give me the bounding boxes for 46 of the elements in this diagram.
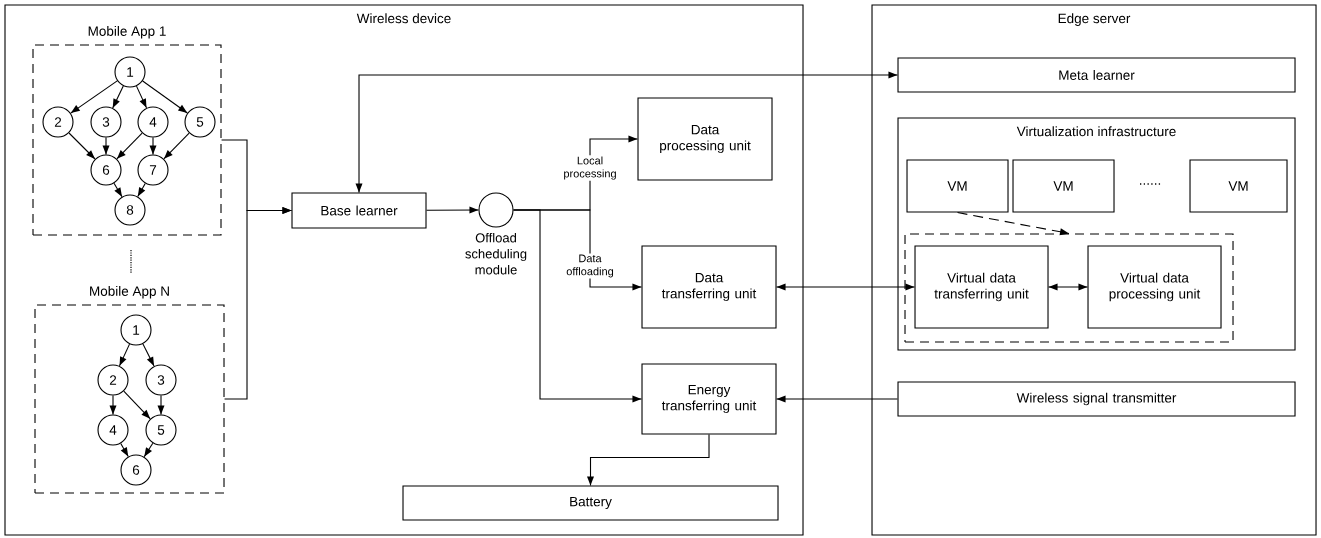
edge-label: Data offloading [561,253,619,279]
process-box: Base learner [291,192,427,229]
process-box: Virtual data transferring unit [914,245,1049,329]
arrow [70,80,118,114]
process-box: Meta learner [897,57,1296,93]
vm-box: VM [1189,159,1288,213]
arrow [149,137,157,155]
dashed-group-box [904,233,1234,343]
arrow [137,182,146,198]
arrow [112,85,124,109]
vm-box: VM [1012,159,1115,213]
arrow [118,343,131,367]
arrow [142,343,155,367]
arrow [120,442,129,458]
node-label: Mobile App N [90,285,169,299]
arrow [776,395,898,403]
arrow [109,395,117,415]
arrow [68,132,96,160]
arrow [135,85,148,109]
edge-label: Local processing [561,155,619,181]
arrow [513,209,642,403]
process-box: Wireless signal transmitter [897,381,1296,417]
arrow [776,283,915,291]
arrow [1048,283,1088,291]
arrow [587,434,710,486]
arrow [355,71,898,193]
node-label: Mobile App 1 [88,25,166,39]
node-label: Offload scheduling module [465,232,527,275]
process-box: Battery [402,485,779,521]
process-box: Data transferring unit [641,245,777,329]
arrow [116,132,143,160]
process-box: Virtual data processing unit [1087,245,1222,329]
arrow [102,137,110,155]
arrow [224,207,292,400]
arrow [157,395,165,415]
arrow [956,212,1070,236]
arrow [426,206,479,214]
arrow [143,442,154,458]
vm-box: VM [906,159,1009,213]
arrow [123,390,151,420]
arrow [113,182,123,198]
arrow [163,132,190,160]
arrow [142,80,188,114]
process-box: Data processing unit [637,97,773,181]
process-box: Energy transferring unit [641,363,777,435]
ellipsis-text: ...... [1140,183,1161,185]
